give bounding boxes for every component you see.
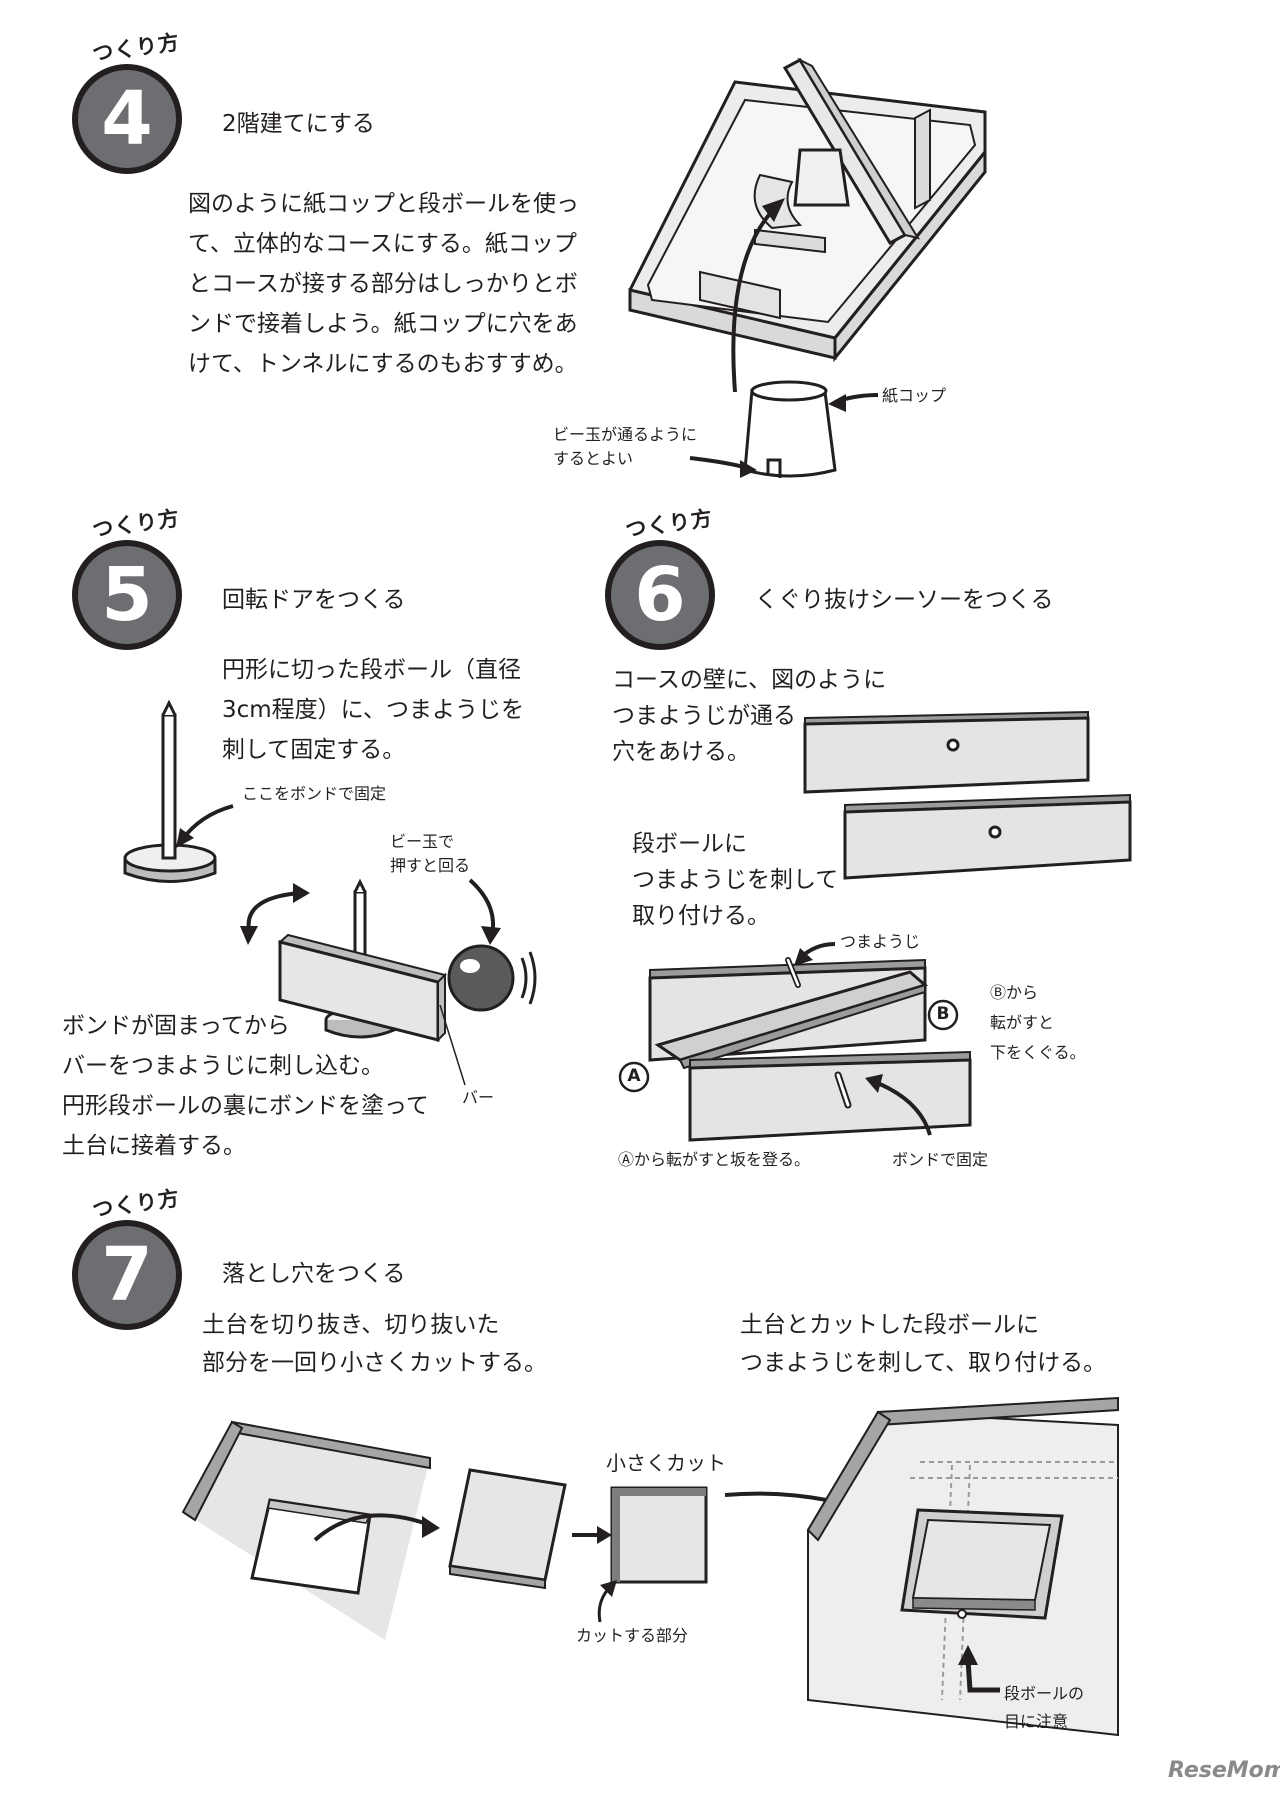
step6-a-label: Ⓐから転がすと坂を登る。 [618,1150,811,1169]
step5-line: 刺して固定する。 [222,737,406,763]
step4-line: て、立体的なコースにする。紙コップ [188,231,577,257]
step5-title: 回転ドアをつくる [222,587,406,613]
step6-toothpick-label: つまようじ [840,932,921,951]
step5-line: 円形に切った段ボール（直径 [222,657,521,683]
step4-marble-label: ビー玉が通るように するとよい [553,425,698,468]
step6-marker-b: B [936,1004,950,1024]
step4-cup-label: 紙コップ [882,386,947,405]
step5-push-label: ビー玉で 押すと回る [390,832,471,875]
step4-line: とコースが接する部分はしっかりとボ [188,271,578,297]
step6-title: くぐり抜けシーソーをつくる [755,587,1054,613]
step7-grain-label: 段ボールの 目に注意 [1004,1684,1085,1731]
step7-body-left: 土台を切り抜き、切り抜いた 部分を一回り小さくカットする。 [202,1306,547,1382]
step7-right-line: 土台とカットした段ボールに [740,1312,1039,1338]
step7-left-line: 土台を切り抜き、切り抜いた [202,1312,500,1338]
resemom-watermark-logo: ReseMom [1168,1758,1280,1783]
step6-kicker: つくり方 [623,505,715,542]
step5-body: 円形に切った段ボール（直径 3cm程度）に、つまようじを 刺して固定する。 [222,650,524,770]
step5-bottom-line: 土台に接着する。 [62,1133,246,1159]
step5-bond-label: ここをボンドで固定 [242,784,387,803]
step7-title: 落とし穴をつくる [222,1261,406,1287]
step7-body-right: 土台とカットした段ボールに つまようじを刺して、取り付ける。 [740,1306,1106,1382]
step7-cut-part-label: カットする部分 [576,1626,689,1645]
step4-kicker: つくり方 [90,29,182,66]
step6-line: コースの壁に、図のように [612,667,887,693]
step6-line2: 段ボールに [632,831,747,857]
step7-small-cut-label: 小さくカット [606,1451,726,1475]
step7-kicker: つくり方 [90,1185,182,1222]
step6-line: 穴をあける。 [612,739,750,765]
step4-line: 図のように紙コップと段ボールを使っ [188,191,579,217]
step5-number-badge: 5 [72,540,182,650]
step7-number-badge: 7 [72,1220,182,1330]
step6-line2: つまようじを刺して [632,867,839,893]
step6-marker-a: A [627,1066,641,1086]
step5-bar-label: バー [462,1088,495,1107]
step7-left-line: 部分を一回り小さくカットする。 [202,1350,547,1376]
step4-number-badge: 4 [72,64,182,174]
step5-bottom-text: ボンドが固まってから バーをつまようじに刺し込む。 円形段ボールの裏にボンドを塗… [62,1006,429,1166]
step4-line: ンドで接着しよう。紙コップに穴をあ [188,311,578,337]
step6-line: つまようじが通る [612,703,796,729]
step6-b-label: Ⓑから 転がすと 下をくぐる。 [990,983,1086,1062]
step5-kicker: つくり方 [90,505,182,542]
step4-line: けて、トンネルにするのもおすすめ。 [188,351,578,377]
step5-bottom-line: ボンドが固まってから [62,1013,290,1039]
step6-number-badge: 6 [605,540,715,650]
step6-line2: 取り付ける。 [632,903,770,929]
step6-body: コースの壁に、図のように つまようじが通る 穴をあける。 [612,662,886,770]
step6-body2: 段ボールに つまようじを刺して 取り付ける。 [632,826,838,934]
step4-title: 2階建てにする [222,111,375,137]
step5-line: 3cm程度）に、つまようじを [222,697,524,723]
step6-bond-label: ボンドで固定 [892,1150,989,1169]
step7-right-line: つまようじを刺して、取り付ける。 [740,1350,1107,1376]
step5-bottom-line: バーをつまようじに刺し込む。 [62,1053,384,1079]
step4-body: 図のように紙コップと段ボールを使っ て、立体的なコースにする。紙コップ とコース… [188,184,579,384]
step5-bottom-line: 円形段ボールの裏にボンドを塗って [62,1093,429,1119]
